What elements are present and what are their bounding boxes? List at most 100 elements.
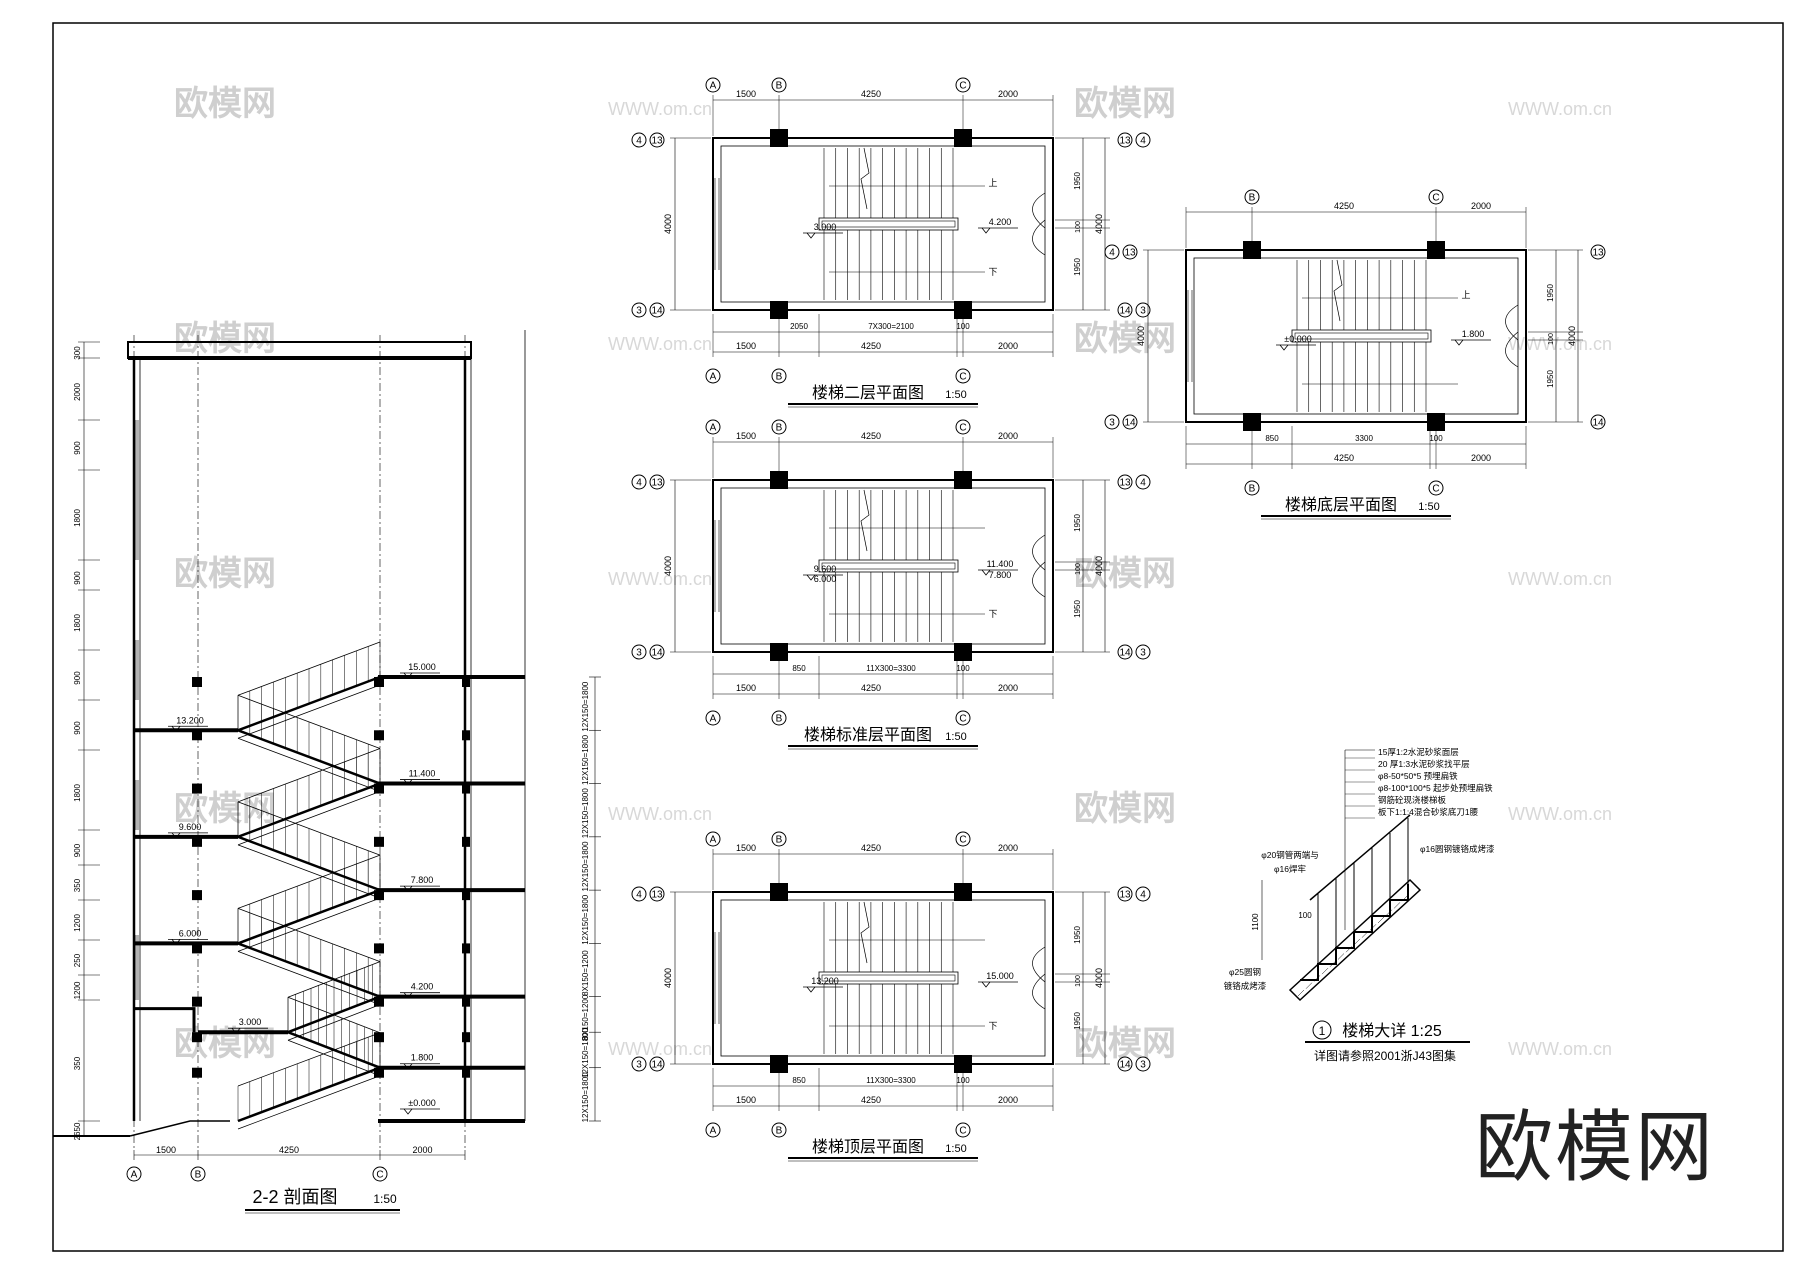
level-label: 13.200: [811, 976, 839, 986]
axis-bubble: [631, 132, 647, 148]
axis-label: A: [710, 835, 717, 846]
detail-reference: 详图请参照2001浙J43图集: [1314, 1048, 1456, 1063]
dim-label: 3300: [1355, 434, 1373, 443]
axis-bubble: [705, 77, 721, 93]
plan-scale: 1:50: [945, 1143, 966, 1155]
stair-soffit: [237, 951, 381, 1006]
axis-label: 13: [651, 890, 663, 901]
column: [1427, 413, 1445, 431]
axis-bubble: [1104, 244, 1120, 260]
dim-label: 11X300=3300: [866, 664, 916, 673]
axis-bubble: [705, 831, 721, 847]
axis-bubble: [1117, 474, 1133, 490]
detail-title: 楼梯大详 1:25: [1342, 1022, 1442, 1040]
plan-wall-inner: [720, 145, 1046, 303]
axis-label: 4: [1140, 890, 1146, 901]
beam: [462, 677, 470, 687]
axis-bubble: [649, 1056, 665, 1072]
dim-label: 4250: [861, 341, 881, 351]
axis-bubble: [705, 368, 721, 384]
beam: [374, 730, 384, 741]
watermark-text: 欧模网: [1074, 320, 1176, 358]
axis-bubble: [1117, 302, 1133, 318]
axis-bubble: [1244, 480, 1260, 496]
detail-number-bubble: [1312, 1020, 1332, 1040]
plan-wall-inner: [720, 487, 1046, 645]
stair-soffit: [287, 1004, 381, 1041]
handrail-inner: [821, 974, 956, 982]
level-label: 7.800: [989, 570, 1012, 580]
axis-label: C: [376, 1170, 383, 1181]
level-label: 1.800: [411, 1053, 434, 1063]
dim-label: 1200: [73, 914, 82, 932]
plan-wall-outer: [712, 479, 1054, 653]
axis-label: 14: [1119, 306, 1131, 317]
watermark-text: 欧模网: [174, 790, 276, 828]
level-triangle: [981, 569, 991, 576]
axis-label: C: [959, 372, 966, 383]
axis-label: 13: [1119, 136, 1131, 147]
detail-layer: φ8-50*50*5 预埋扁铁: [1378, 771, 1458, 781]
dim-label: 1500: [156, 1145, 176, 1155]
handrail: [818, 559, 959, 573]
axis-label: C: [959, 714, 966, 725]
plan-wall-inner: [720, 899, 1046, 1057]
axis-label: A: [710, 1126, 717, 1137]
axis-bubble: [705, 710, 721, 726]
dim-label: 1800: [73, 614, 82, 632]
axis-bubble: [705, 419, 721, 435]
hatch: [1345, 946, 1353, 953]
dim-label: 8X150=1200: [581, 950, 590, 996]
level-label: 3.000: [814, 222, 837, 232]
level-triangle: [806, 574, 816, 581]
column: [770, 471, 788, 489]
column: [770, 1055, 788, 1073]
dim-label: 2000: [1471, 453, 1491, 463]
axis-label: B: [776, 423, 783, 434]
dim-label: 2000: [412, 1145, 432, 1155]
level-label: 3.000: [239, 1017, 262, 1027]
axis-bubble: [955, 710, 971, 726]
up-label: 上: [1461, 290, 1470, 300]
detail-note: φ20钢管两端与: [1261, 850, 1318, 860]
axis-bubble: [126, 1166, 142, 1182]
plan-scale: 1:50: [945, 731, 966, 743]
axis-bubble: [955, 77, 971, 93]
axis-label: 3: [636, 1060, 642, 1071]
handrail: [818, 971, 959, 985]
watermark-url: WWW.om.cn: [1508, 334, 1612, 354]
level-triangle: [806, 986, 816, 993]
column: [770, 643, 788, 661]
axis-label: A: [710, 372, 717, 383]
watermark-url: WWW.om.cn: [1508, 1039, 1612, 1059]
down-label: 下: [988, 609, 997, 619]
watermark-text: 欧模网: [1074, 790, 1176, 828]
ground-slope: [129, 1120, 230, 1137]
axis-bubble: [1117, 644, 1133, 660]
dim-label: 1950: [1546, 370, 1555, 388]
axis-label: B: [776, 372, 783, 383]
watermark-url: WWW.om.cn: [608, 99, 712, 119]
axis-bubble: [1590, 414, 1606, 430]
door-swing: [1032, 192, 1046, 256]
axis-label: 4: [1109, 248, 1115, 259]
axis-bubble: [1135, 644, 1151, 660]
dim-label: 2000: [998, 843, 1018, 853]
column: [954, 301, 972, 319]
dim-label: 2000: [998, 89, 1018, 99]
level-label: 15.000: [986, 971, 1014, 981]
dim-label: 250: [73, 953, 82, 967]
dim-label: 100: [956, 664, 970, 673]
axis-label: B: [195, 1170, 202, 1181]
beam: [374, 783, 384, 794]
plan-wall-inner: [1193, 257, 1519, 415]
axis-label: 3: [1109, 418, 1115, 429]
axis-bubble: [955, 368, 971, 384]
level-label: 9.600: [179, 822, 202, 832]
beam: [192, 996, 202, 1007]
level-triangle: [1279, 344, 1289, 351]
axis-bubble: [1122, 244, 1138, 260]
dim-label: 12X150=1800: [581, 1027, 590, 1078]
